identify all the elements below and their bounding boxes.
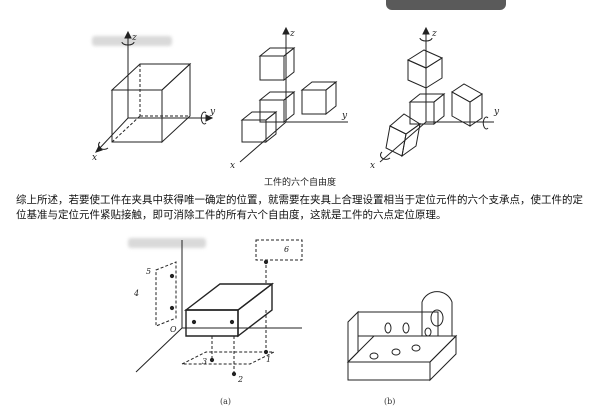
- axis-label-x-right: x: [370, 161, 375, 171]
- translation-diagram: [239, 26, 348, 163]
- axis-label-z-left: z: [131, 33, 137, 43]
- origin-label: O: [170, 325, 177, 334]
- body-paragraph: 综上所述，若要使工件在夹具中获得唯一确定的位置，就需要在夹具上合理设置相当于定位…: [16, 194, 583, 221]
- workpiece-six-points-diagram: [135, 239, 303, 377]
- rotation-diagram: [379, 26, 494, 163]
- axis-label-x-middle: x: [230, 161, 235, 171]
- axis-label-y-right: y: [493, 107, 500, 117]
- axis-label-y-middle: y: [341, 111, 348, 121]
- blurred-label-bottom-left: [128, 238, 206, 248]
- window-top-bar: [386, 0, 506, 10]
- six-point-locating-figure: 6 5 4 O 3 1 2: [133, 239, 458, 384]
- point-label-3: 3: [202, 357, 207, 366]
- point-label-6: 6: [284, 245, 289, 254]
- point-label-5: 5: [146, 267, 151, 276]
- subfigure-label-b: (b): [384, 397, 396, 406]
- axis-label-z-middle: z: [289, 29, 295, 39]
- axis-label-y-left: y: [209, 107, 216, 117]
- axis-label-z-right: z: [431, 29, 437, 39]
- blurred-label-top-left: [92, 36, 172, 46]
- point-label-1: 1: [266, 355, 271, 364]
- figure-caption: 工件的六个自由度: [263, 178, 336, 188]
- point-label-2: 2: [237, 375, 243, 384]
- subfigure-label-a: (a): [220, 397, 232, 406]
- axis-label-x-left: x: [92, 153, 97, 163]
- point-label-4: 4: [133, 289, 139, 298]
- fixture-diagram: [346, 291, 458, 382]
- six-degrees-of-freedom-figure: z y x z y x z y x: [92, 26, 500, 171]
- cube-with-axes-diagram: [95, 30, 214, 153]
